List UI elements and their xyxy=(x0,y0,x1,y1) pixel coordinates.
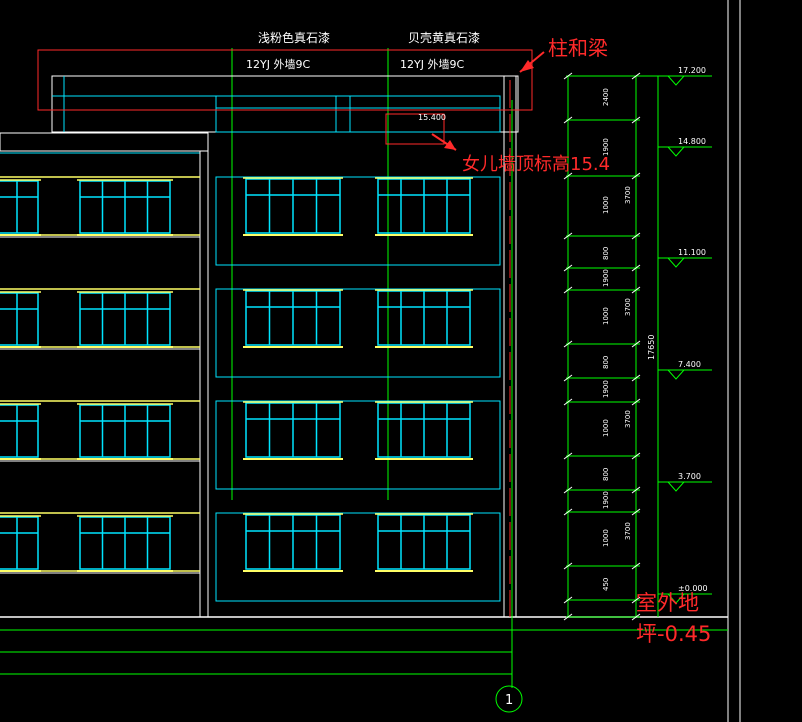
dim-segment-label: 1000 xyxy=(602,307,610,325)
dim-tick xyxy=(563,562,573,570)
facade-panel xyxy=(215,176,501,266)
elevation-marker: 3.700 xyxy=(658,472,712,492)
dim-floor-label: 3700 xyxy=(624,298,632,316)
finish-label-yellow: 贝壳黄真石漆 xyxy=(408,31,480,45)
dim-tick xyxy=(631,374,641,382)
dim-segment-label: 2400 xyxy=(602,88,610,106)
annotation-columns-beams: 柱和梁 xyxy=(548,36,608,60)
dim-tick xyxy=(631,452,641,460)
dim-tick xyxy=(563,596,573,604)
dim-tick xyxy=(631,264,641,272)
elevation-value: 17.200 xyxy=(678,66,706,75)
floor-level xyxy=(0,288,501,378)
dim-tick xyxy=(631,398,641,406)
dim-tick xyxy=(631,72,641,80)
dim-tick xyxy=(563,232,573,240)
axis-number: 1 xyxy=(505,693,513,708)
dim-segment-label: 1900 xyxy=(602,491,610,509)
elevation-value: 11.100 xyxy=(678,248,706,257)
dim-tick xyxy=(631,613,641,621)
dim-tick xyxy=(631,116,641,124)
dim-tick xyxy=(563,116,573,124)
elevation-marker: 11.100 xyxy=(658,248,712,268)
dim-segment-label: 800 xyxy=(602,356,610,369)
floor-level xyxy=(0,400,501,490)
dim-segment-label: 1900 xyxy=(602,380,610,398)
dim-tick xyxy=(563,264,573,272)
dim-segment-label: 800 xyxy=(602,468,610,481)
dim-tick xyxy=(631,508,641,516)
dim-tick xyxy=(563,613,573,621)
dim-total-label: 17650 xyxy=(647,335,656,360)
dim-tick xyxy=(563,286,573,294)
dim-tick xyxy=(631,340,641,348)
wall-code-right: 12YJ 外墙9C xyxy=(400,57,464,71)
dim-segment-label: 1000 xyxy=(602,529,610,547)
dim-tick xyxy=(563,340,573,348)
dim-tick xyxy=(563,508,573,516)
dim-segment-label: 1000 xyxy=(602,196,610,214)
facade-panel xyxy=(215,288,501,378)
elevation-value: 14.800 xyxy=(678,137,706,146)
dim-segment-label: 1900 xyxy=(602,269,610,287)
elevation-marker: 14.800 xyxy=(658,137,712,157)
facade-panel xyxy=(215,512,501,602)
dim-floor-label: 3700 xyxy=(624,410,632,428)
dim-tick xyxy=(563,398,573,406)
dim-floor-label: 3700 xyxy=(624,186,632,204)
elevation-marker: ±0.000 xyxy=(658,584,712,604)
dim-segment-label: 1900 xyxy=(602,138,610,156)
dim-tick xyxy=(563,172,573,180)
dim-tick xyxy=(631,286,641,294)
floor-level xyxy=(0,176,501,266)
annotation-outdoor-ground-2: 坪-0.45 xyxy=(636,622,711,646)
finish-label-pink: 浅粉色真石漆 xyxy=(258,31,330,45)
dim-tick xyxy=(563,486,573,494)
annotation-outdoor-ground-1: 室外地 xyxy=(636,591,699,615)
elevation-marker: 7.400 xyxy=(658,360,712,380)
wall-code-left: 12YJ 外墙9C xyxy=(246,57,310,71)
dim-tick xyxy=(563,452,573,460)
dim-segment-label: 800 xyxy=(602,247,610,260)
dim-tick xyxy=(631,486,641,494)
dim-tick xyxy=(563,374,573,382)
dim-segment-label: 1000 xyxy=(602,419,610,437)
dim-tick xyxy=(631,232,641,240)
annotation-parapet-top: 女儿墙顶标高15.4 xyxy=(462,154,610,175)
dim-tick xyxy=(631,596,641,604)
elevation-value: 3.700 xyxy=(678,472,701,481)
elevation-value: ±0.000 xyxy=(678,584,708,593)
elevation-value: 7.400 xyxy=(678,360,701,369)
dim-tick xyxy=(631,172,641,180)
dim-tick xyxy=(563,72,573,80)
elevation-marker: 17.200 xyxy=(658,66,712,86)
dim-tick xyxy=(631,562,641,570)
dim-floor-label: 3700 xyxy=(624,522,632,540)
parapet-level-mark: 15.400 xyxy=(418,113,446,122)
facade-panel xyxy=(215,400,501,490)
dim-segment-label: 450 xyxy=(602,578,610,591)
floor-level xyxy=(0,512,501,602)
